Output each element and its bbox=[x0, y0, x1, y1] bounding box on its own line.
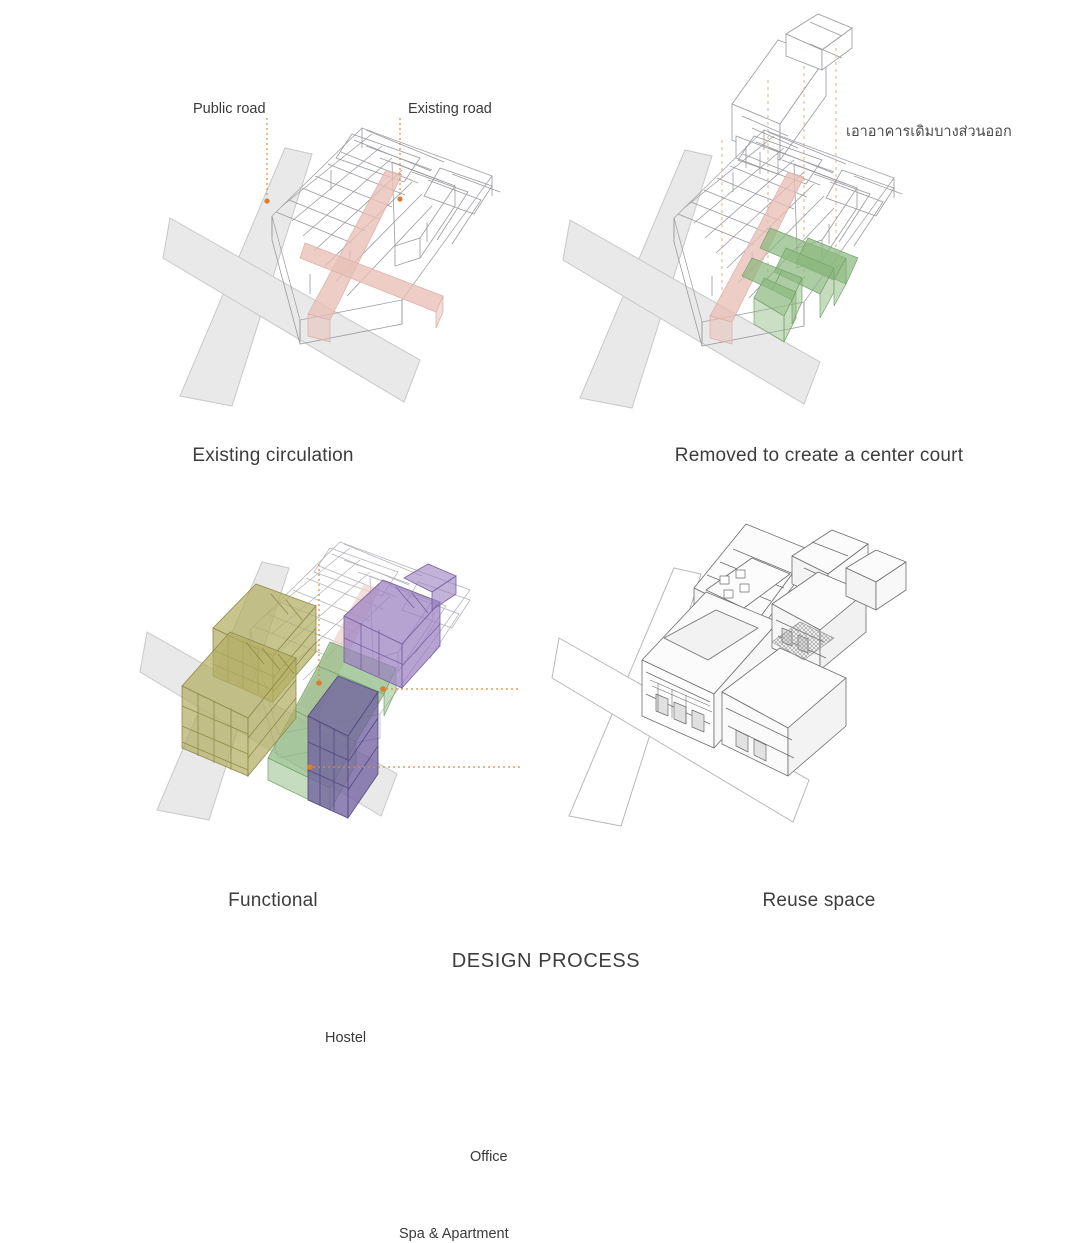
callout-hostel: Hostel bbox=[325, 1030, 367, 1046]
mass-hostel-olive bbox=[181, 583, 317, 778]
reuse-space-drawing bbox=[551, 523, 907, 827]
callout-spa-apartment: Spa & Apartment bbox=[399, 1226, 509, 1242]
callout-existing-road: Existing road bbox=[408, 101, 492, 117]
circulation-overlay-pink bbox=[709, 171, 805, 345]
existing-circulation-drawing bbox=[162, 118, 501, 407]
panel-existing-circulation: Public road Existing road Existing circu… bbox=[0, 0, 546, 480]
removed-volumes-exploded bbox=[731, 13, 853, 175]
circulation-overlay-pink bbox=[299, 169, 444, 343]
court-hatch-surface bbox=[771, 621, 835, 661]
caption-existing-circulation: Existing circulation bbox=[192, 445, 354, 466]
panel-reuse-space: Reuse space bbox=[546, 480, 1092, 960]
panel-removed-center-court: เอาอาคารเดิมบางส่วนออก Removed to create… bbox=[546, 0, 1092, 480]
explode-guide-lines bbox=[721, 48, 837, 300]
leader-lines bbox=[264, 118, 403, 204]
leader-lines bbox=[307, 564, 520, 770]
panel-functional: Hostel Office Spa & Apartment Functional bbox=[0, 480, 546, 1242]
callout-public-road: Public road bbox=[193, 101, 266, 117]
caption-functional: Functional bbox=[228, 890, 318, 911]
functional-drawing bbox=[139, 541, 520, 821]
road-network bbox=[162, 147, 421, 407]
mass-office-purple bbox=[343, 563, 457, 690]
caption-reuse-space: Reuse space bbox=[762, 890, 876, 911]
center-court-green bbox=[741, 227, 859, 343]
remaining-building-wireframe bbox=[673, 129, 903, 347]
removed-center-court-drawing bbox=[562, 13, 903, 409]
caption-removed-center-court: Removed to create a center court bbox=[674, 445, 964, 466]
callout-office: Office bbox=[470, 1149, 508, 1165]
figure-title: DESIGN PROCESS bbox=[451, 950, 641, 972]
existing-building-wireframe bbox=[271, 127, 501, 345]
callout-remove-original-building: เอาอาคารเดิมบางส่วนออก bbox=[846, 124, 1012, 140]
